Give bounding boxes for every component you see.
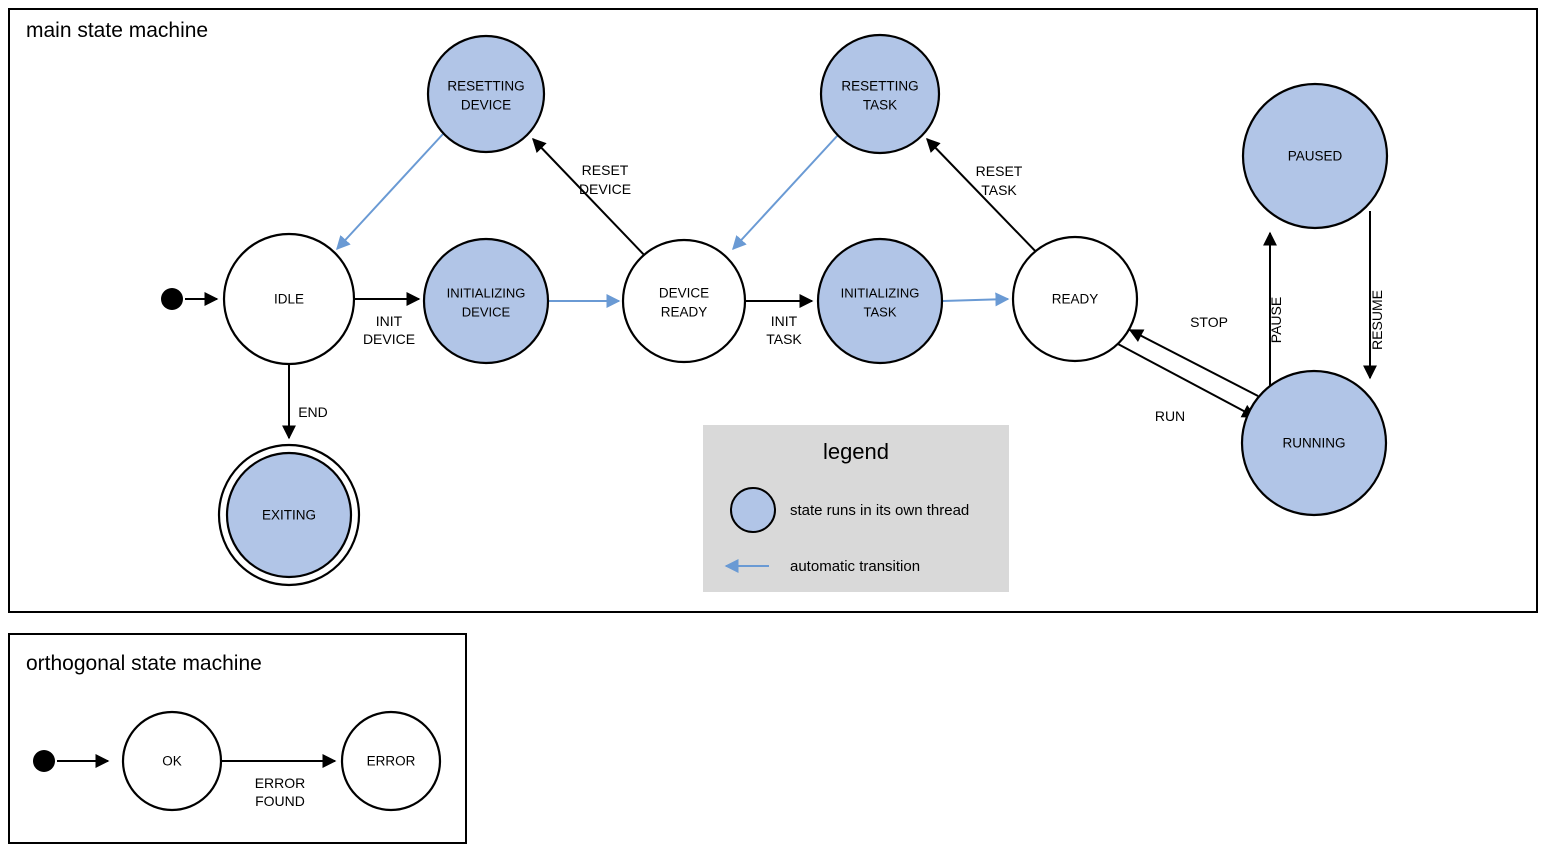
orthogonal-frame-title: orthogonal state machine [26, 652, 262, 675]
state-initializing-task-label-line2: TASK [864, 304, 897, 319]
edge-label-run: RUN [1155, 408, 1185, 424]
edge-label-pause: PAUSE [1268, 297, 1284, 343]
edge-label-stop: STOP [1190, 314, 1228, 330]
edge-label-error-found-line1: ERROR [255, 775, 306, 791]
state-paused[interactable]: PAUSED [1241, 82, 1389, 230]
state-initializing-task-label-line1: INITIALIZING [841, 285, 920, 300]
state-device-ready[interactable]: DEVICE READY [621, 238, 747, 364]
state-exiting[interactable]: EXITING [217, 443, 361, 587]
edge-label-reset-device-line1: RESET [582, 162, 629, 178]
state-idle[interactable]: IDLE [222, 232, 356, 366]
edge-label-init-task-line1: INIT [771, 313, 798, 329]
edge-label-end: END [298, 404, 328, 420]
state-device-ready-label-line2: READY [661, 305, 708, 320]
edge-ready-to-running: RUN [1117, 343, 1257, 424]
edge-label-resume: RESUME [1369, 290, 1385, 350]
orthogonal-frame [8, 633, 467, 844]
edge-label-reset-task-line2: TASK [981, 182, 1017, 198]
state-resetting-device[interactable]: RESETTING DEVICE [426, 34, 546, 154]
edge-resetting-device-to-idle [336, 133, 444, 251]
state-device-ready-label-line1: DEVICE [659, 286, 709, 301]
state-initializing-device-label-line2: DEVICE [462, 304, 511, 319]
legend-thread-label: state runs in its own thread [790, 502, 969, 519]
state-initializing-device-label-line1: INITIALIZING [447, 285, 526, 300]
legend-thread-swatch-icon [730, 487, 776, 533]
state-ready[interactable]: READY [1011, 235, 1139, 363]
edge-running-to-paused: PAUSE [1263, 231, 1284, 390]
edge-idle-to-exiting: END [282, 365, 328, 440]
legend-auto-label: automatic transition [790, 558, 920, 575]
legend: legend state runs in its own thread auto… [703, 425, 1009, 592]
edge-label-error-found-line2: FOUND [255, 793, 305, 809]
edge-idle-to-initializing-device: INIT DEVICE [354, 292, 421, 347]
state-resetting-device-label-line1: RESETTING [447, 79, 524, 94]
state-initializing-task[interactable]: INITIALIZING TASK [816, 237, 944, 365]
initial-state-orthogonal [33, 750, 55, 772]
state-idle-label: IDLE [274, 292, 304, 307]
state-initializing-device[interactable]: INITIALIZING DEVICE [422, 237, 550, 365]
state-ok-label: OK [162, 754, 182, 769]
initial-state-main [161, 288, 183, 310]
state-resetting-task-label-line1: RESETTING [841, 79, 918, 94]
state-running[interactable]: RUNNING [1240, 369, 1388, 517]
edge-running-to-ready: STOP [1128, 314, 1259, 397]
state-ready-label: READY [1052, 292, 1099, 307]
edge-label-init-device-line1: INIT [376, 313, 403, 329]
edge-device-ready-to-initializing-task: INIT TASK [746, 294, 814, 347]
state-resetting-task-label-line2: TASK [863, 98, 897, 113]
edge-label-init-task-line2: TASK [766, 331, 802, 347]
state-error-label: ERROR [367, 754, 416, 769]
edge-paused-to-running: RESUME [1363, 211, 1385, 380]
legend-title: legend [823, 439, 889, 464]
edge-label-reset-device-line2: DEVICE [579, 181, 631, 197]
edge-label-reset-task-line1: RESET [976, 163, 1023, 179]
state-resetting-task[interactable]: RESETTING TASK [819, 33, 941, 155]
edge-initializing-task-to-ready [942, 292, 1010, 307]
state-running-label: RUNNING [1283, 436, 1346, 451]
edge-resetting-task-to-device-ready [732, 134, 839, 251]
state-error[interactable]: ERROR [340, 710, 442, 812]
state-resetting-device-label-line2: DEVICE [461, 98, 511, 113]
state-ok[interactable]: OK [121, 710, 223, 812]
edge-ready-to-resetting-task: RESET TASK [926, 137, 1042, 258]
state-exiting-label: EXITING [262, 508, 316, 523]
edge-label-init-device-line2: DEVICE [363, 331, 415, 347]
main-frame-title: main state machine [26, 19, 208, 42]
edge-ok-to-error: ERROR FOUND [222, 754, 337, 809]
edge-device-ready-to-resetting-device: RESET DEVICE [532, 137, 649, 260]
main-frame [8, 8, 1538, 613]
state-paused-label: PAUSED [1288, 149, 1343, 164]
